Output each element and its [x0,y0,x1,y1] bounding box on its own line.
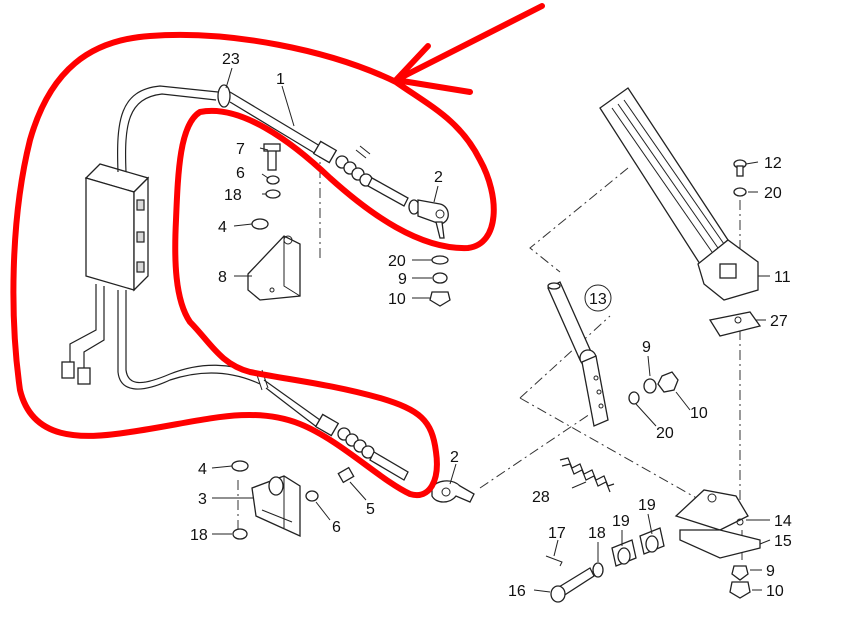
callout-10-base: 10 [766,583,784,600]
markup-arrow-head [393,43,473,95]
callout-6-lower: 6 [332,519,341,536]
callout-labels: 23 1 7 6 18 2 4 8 20 9 10 13 12 20 11 27… [190,51,792,600]
accelerator-pedal [599,87,762,337]
markup-arrow-shaft [401,3,545,79]
callout-16: 16 [508,583,526,600]
callout-12: 12 [764,155,782,172]
upper-hardware [429,255,451,307]
callout-18-upper: 18 [224,187,242,204]
callout-15: 15 [774,533,792,550]
callout-4-lower: 4 [198,461,207,478]
callout-9-base: 9 [766,563,775,580]
red-markup [10,3,545,499]
callout-13-circle [584,284,612,312]
callout-20-pedal: 20 [764,185,782,202]
callout-13: 13 [589,291,607,308]
callout-3: 3 [198,491,207,508]
callout-6-upper: 6 [236,165,245,182]
callout-20-upper: 20 [388,253,406,270]
upper-bracket [247,143,301,301]
callout-19-right: 19 [638,497,656,514]
callout-2-lower: 2 [450,449,459,466]
lower-cable [117,290,475,503]
pedal-lever [547,281,679,427]
callout-10-lever: 10 [690,405,708,422]
callout-11: 11 [774,269,791,286]
callout-19-left: 19 [612,513,630,530]
callout-7: 7 [236,141,245,158]
callout-27: 27 [770,313,788,330]
callout-9-upper: 9 [398,271,407,288]
callout-5: 5 [366,501,375,518]
callout-18-lower: 18 [190,527,208,544]
assembly-lines [237,148,743,560]
hinge-base [674,489,761,599]
callout-9-lever: 9 [642,339,651,356]
callout-4-upper: 4 [218,219,227,236]
callout-17: 17 [548,525,566,542]
upper-cable [117,84,449,239]
pin-and-bushings [545,527,665,603]
callout-10-upper: 10 [388,291,406,308]
callout-1: 1 [276,71,285,88]
callout-20-lever: 20 [656,425,674,442]
callout-18-pin: 18 [588,525,606,542]
callout-28: 28 [532,489,550,506]
callout-leaders [211,67,771,593]
control-box [61,163,150,385]
callout-14: 14 [774,513,792,530]
lower-bracket [231,460,355,540]
markup-outline-outer [10,31,497,499]
return-spring [559,457,615,493]
callout-2-upper: 2 [434,169,443,186]
callout-23: 23 [222,51,240,68]
callout-8: 8 [218,269,227,286]
